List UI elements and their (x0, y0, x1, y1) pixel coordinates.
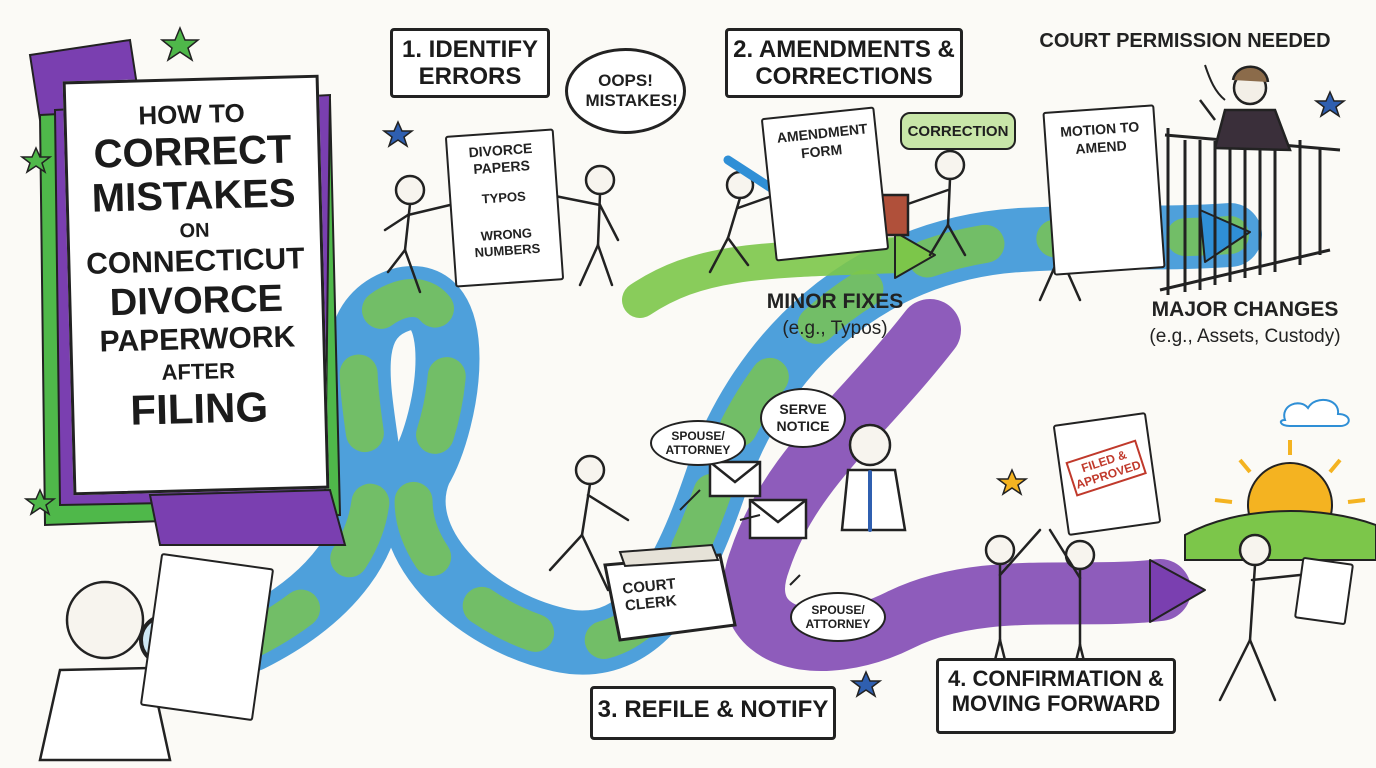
sunrise-icon (1184, 440, 1376, 561)
minor-fixes-title: MINOR FIXES (766, 290, 904, 313)
minor-fixes-label: MINOR FIXES (e.g., Typos) (750, 290, 920, 340)
serve-notice-tag: SERVE NOTICE (760, 388, 846, 448)
title-line-paperwork: PAPERWORK (99, 320, 296, 359)
typos-tag: TYPOS (481, 188, 527, 207)
filed-approved-document: FILED & APPROVED (1052, 412, 1162, 536)
divorce-papers-document: DIVORCE PAPERS TYPOS WRONG NUMBERS (444, 128, 565, 288)
wrong-numbers-tag: WRONG NUMBERS (474, 225, 541, 261)
star-icon (849, 670, 883, 698)
court-permission-heading: COURT PERMISSION NEEDED (1039, 30, 1331, 52)
judge-figure (1199, 65, 1292, 152)
star-icon (23, 488, 57, 516)
worried-person-figure (383, 174, 452, 294)
correction-speech-bubble: CORRECTION (900, 112, 1016, 150)
runner-figure (548, 454, 630, 592)
title-line-correct: CORRECT (93, 127, 292, 177)
walking-forward-figure (1218, 533, 1302, 702)
winding-road (218, 203, 1262, 675)
title-line-filing: FILING (129, 383, 269, 434)
oops-thought-bubble: OOPS! MISTAKES! (565, 48, 686, 134)
step2-heading: 2. AMENDMENTS & CORRECTIONS (725, 28, 963, 98)
court-fence (1159, 128, 1341, 295)
star-icon (381, 120, 415, 148)
spouse-attorney-tag-bottom: SPOUSE/ ATTORNEY (790, 592, 886, 642)
phone-caller-figure (840, 423, 907, 532)
amendment-form-title: AMENDMENT FORM (776, 120, 869, 162)
amendment-form-document: AMENDMENT FORM (760, 106, 890, 262)
walker-document (1293, 556, 1355, 626)
star-icon (159, 26, 201, 62)
major-changes-title: MAJOR CHANGES (1151, 298, 1339, 321)
star-icon (19, 146, 53, 174)
spouse-attorney-tag-top: SPOUSE/ ATTORNEY (650, 420, 746, 466)
title-line-divorce: DIVORCE (109, 277, 284, 325)
major-changes-example: (e.g., Assets, Custody) (1149, 326, 1341, 347)
star-icon (1313, 90, 1347, 118)
reviewed-document-with-errors (139, 552, 275, 722)
filed-approved-stamp: FILED & APPROVED (1065, 439, 1147, 497)
envelope-icons (708, 460, 808, 540)
cloud-icon (1279, 398, 1350, 427)
envelope-icon (748, 498, 808, 540)
court-clerk-box (603, 543, 737, 642)
major-changes-label: MAJOR CHANGES (e.g., Assets, Custody) (1130, 298, 1360, 348)
stamper-figure (903, 149, 967, 257)
step4-heading: 4. CONFIRMATION & MOVING FORWARD (936, 658, 1176, 734)
inspector-figure (38, 580, 172, 762)
divorce-papers-title: DIVORCE PAPERS (468, 139, 533, 178)
minor-fixes-example: (e.g., Typos) (782, 318, 888, 339)
envelope-icon (708, 460, 762, 498)
star-icon (995, 468, 1029, 496)
title-line-mistakes: MISTAKES (91, 171, 297, 221)
title-line-connecticut: CONNECTICUT (85, 242, 305, 281)
step3-heading: 3. REFILE & NOTIFY (590, 686, 836, 740)
title-sign: HOW TO CORRECT MISTAKES ON CONNECTICUT D… (62, 74, 330, 496)
motion-to-amend-document: MOTION TO AMEND (1042, 104, 1166, 276)
motion-to-amend-title: MOTION TO AMEND (1059, 118, 1140, 157)
step1-heading: 1. IDENTIFY ERRORS (390, 28, 550, 98)
decorative-stars (19, 26, 1347, 698)
